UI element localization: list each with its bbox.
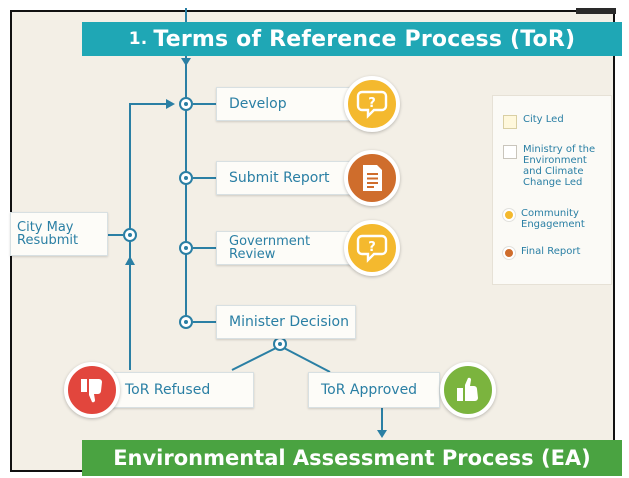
banner-title: Terms of Reference Process (ToR) [153, 26, 576, 52]
step-submit-report-label: Submit Report [229, 170, 330, 186]
legend-label-city-led: City Led [523, 114, 564, 125]
report-badge-submit [344, 150, 400, 206]
spine-node-develop [179, 97, 193, 111]
speech-bubbles-question-icon-2: ? [356, 234, 388, 263]
step-government-review-label: Government Review [229, 234, 311, 262]
step-tor-refused-label: ToR Refused [125, 382, 211, 398]
ea-banner-title: Environmental Assessment Process (EA) [113, 446, 591, 470]
step-tor-approved-label: ToR Approved [321, 382, 418, 398]
step-submit-report: Submit Report [216, 161, 356, 195]
step-develop-label: Develop [229, 96, 287, 112]
legend-item-final-report: Final Report [503, 246, 580, 259]
arrow-ea [377, 430, 387, 438]
thumbs-down-icon [81, 379, 102, 403]
spine-node-submit [179, 171, 193, 185]
resubmit-node [123, 228, 137, 242]
svg-text:?: ? [368, 96, 376, 111]
legend-label-final-report: Final Report [521, 246, 581, 257]
svg-text:?: ? [368, 240, 376, 255]
legend-item-community: Community Engagement [503, 208, 585, 230]
frame-corner-mark [576, 8, 616, 14]
arrow-resubmit-up [125, 256, 135, 265]
community-badge-review: ? [344, 220, 400, 276]
legend-item-city-led: City Led [503, 114, 564, 129]
tor-process-banner: 1. Terms of Reference Process (ToR) [82, 22, 622, 56]
legend-item-ministry-led: Ministry of the Environment and Climate … [503, 144, 595, 188]
resubmit-vertical [129, 103, 168, 370]
legend-label-ministry-led: Ministry of the Environment and Climate … [523, 144, 596, 188]
step-minister-decision: Minister Decision [216, 305, 356, 339]
city-led-swatch [503, 115, 517, 129]
step-tor-approved: ToR Approved [308, 372, 440, 408]
decision-to-approved [283, 347, 331, 373]
approved-badge [440, 362, 496, 418]
spine-node-review [179, 241, 193, 255]
legend-panel: City Led Ministry of the Environment and… [492, 95, 612, 285]
ea-process-banner: Environmental Assessment Process (EA) [82, 440, 622, 476]
step-city-may-resubmit: City May Resubmit [10, 212, 108, 256]
refused-badge [64, 362, 120, 418]
banner-step-number: 1. [128, 29, 148, 49]
community-badge-develop: ? [344, 76, 400, 132]
decision-to-refused [231, 347, 277, 371]
speech-bubbles-question-icon: ? [356, 90, 388, 119]
step-government-review: Government Review [216, 231, 356, 265]
decision-split-node [273, 337, 287, 351]
community-engagement-dot-icon [503, 209, 515, 221]
arrow-top [181, 58, 191, 66]
report-document-icon [363, 165, 382, 191]
thumbs-up-icon [457, 377, 478, 401]
step-tor-refused: ToR Refused [112, 372, 254, 408]
spine-node-decision [179, 315, 193, 329]
legend-label-community: Community Engagement [521, 208, 585, 230]
ministry-led-swatch [503, 145, 517, 159]
step-minister-decision-label: Minister Decision [229, 314, 349, 330]
arrow-develop [166, 99, 175, 109]
final-report-dot-icon [503, 247, 515, 259]
step-city-may-resubmit-label: City May Resubmit [17, 220, 79, 248]
step-develop: Develop [216, 87, 356, 121]
